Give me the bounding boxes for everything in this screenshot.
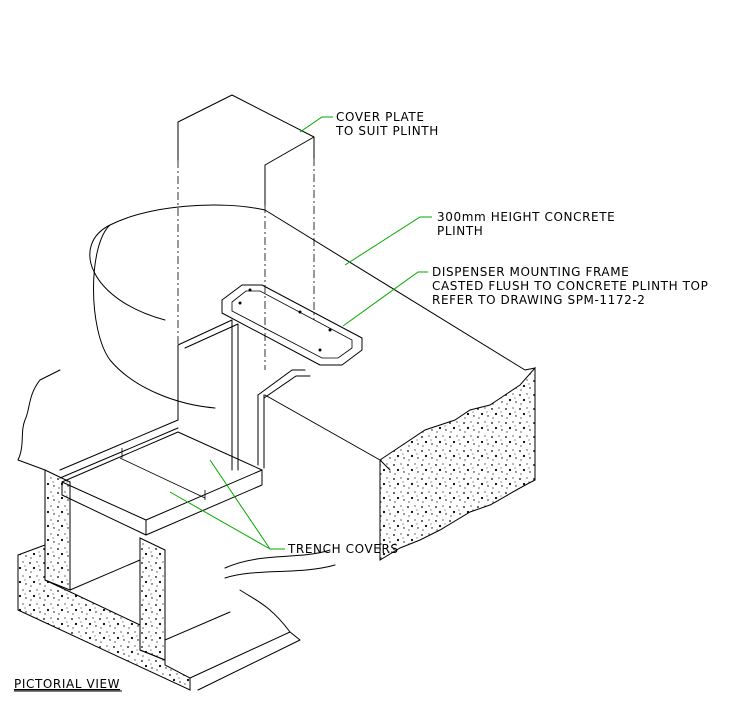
leader-lines (169, 116, 432, 550)
dispenser-mounting-frame (221, 284, 363, 366)
plinth-label-2: PLINTH (437, 224, 483, 238)
plinth-label-1: 300mm HEIGHT CONCRETE (437, 210, 615, 224)
trench (59, 319, 311, 479)
cover-plate-label-1: COVER PLATE (336, 110, 425, 124)
trench-covers-label: TRENCH COVERS (287, 542, 399, 556)
cover-plate (177, 94, 315, 370)
trench-foundation (17, 369, 336, 691)
cover-plate-label-2: TO SUIT PLINTH (335, 124, 439, 138)
view-title: PICTORIAL VIEW (14, 677, 120, 691)
leader-plinth (344, 216, 432, 266)
leader-frame (342, 271, 428, 327)
frame-label-1: DISPENSER MOUNTING FRAME (432, 265, 629, 279)
leader-trench-cover-2 (169, 491, 271, 550)
frame-label-3: REFER TO DRAWING SPM-1172-2 (432, 293, 646, 307)
concrete-plinth (89, 204, 536, 561)
frame-label-2: CASTED FLUSH TO CONCRETE PLINTH TOP (432, 279, 708, 293)
leader-cover-plate (299, 116, 333, 133)
